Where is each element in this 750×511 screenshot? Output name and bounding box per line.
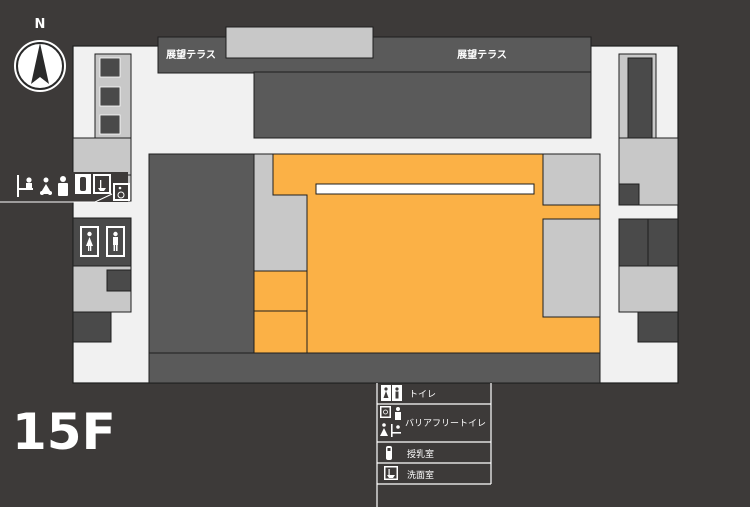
elevator-icon-3 — [99, 114, 121, 135]
legend-label-nursing: 授乳室 — [407, 448, 434, 460]
right-dark-room-bottom — [637, 311, 679, 343]
gray-room-east — [542, 218, 601, 318]
nursing-room-icon — [386, 446, 392, 460]
west-dark-block — [148, 153, 256, 354]
legend-label-toilet: トイレ — [409, 390, 436, 400]
elevator-icon-2 — [99, 86, 121, 107]
south-dark-strip — [148, 352, 601, 384]
upper-dark-block — [253, 71, 592, 139]
toilet-icon — [381, 385, 402, 401]
legend-item-barrier-free: バリアフリートイレ — [380, 406, 486, 437]
highlighted-area-room-2 — [253, 310, 308, 354]
terrace-label-right: 展望テラス — [457, 48, 507, 61]
nursing-room-icon-map — [75, 174, 91, 194]
washroom-icon — [384, 466, 398, 480]
female-toilet-icon — [80, 226, 99, 257]
gray-room-west-inner — [253, 153, 308, 272]
adult-icon — [58, 176, 68, 196]
terrace-center-block — [225, 26, 374, 59]
north-arrow-icon: N — [12, 17, 68, 94]
legend-item-washroom: 洗面室 — [384, 466, 434, 481]
legend-item-toilet: トイレ — [381, 385, 436, 401]
observation-terrace-strip — [157, 36, 592, 74]
barrier-free-toilet-icon — [380, 406, 401, 437]
terrace-label-left: 展望テラス — [166, 48, 216, 61]
right-dark-room-b2 — [647, 218, 679, 267]
left-dark-room-bottom — [72, 311, 112, 343]
compass-north-label: N — [35, 17, 46, 32]
gray-room-ne — [542, 153, 601, 206]
child-icon — [40, 177, 52, 195]
right-gray-room-c — [618, 265, 679, 313]
highlighted-area-room-1 — [253, 270, 308, 312]
left-gray-room-a — [72, 137, 132, 176]
counter-bar — [315, 183, 535, 195]
legend: トイレ バリアフリートイレ 授乳室 — [376, 383, 492, 507]
wheelchair-icon-map — [113, 183, 130, 201]
washroom-icon-map — [93, 174, 111, 194]
legend-label-barrier-free: バリアフリートイレ — [405, 418, 486, 429]
male-toilet-icon — [106, 226, 125, 257]
legend-item-nursing: 授乳室 — [386, 446, 434, 460]
right-dark-room-b1 — [618, 218, 649, 267]
diaper-change-icon — [17, 175, 33, 197]
legend-label-washroom: 洗面室 — [407, 469, 434, 481]
facility-icons-left — [0, 172, 130, 203]
right-dark-room-small — [618, 183, 640, 206]
left-dark-room-small — [106, 269, 132, 292]
elevator-icon-1 — [99, 57, 121, 78]
right-dark-room-top — [627, 57, 653, 139]
floor-label: 15F — [12, 403, 116, 461]
